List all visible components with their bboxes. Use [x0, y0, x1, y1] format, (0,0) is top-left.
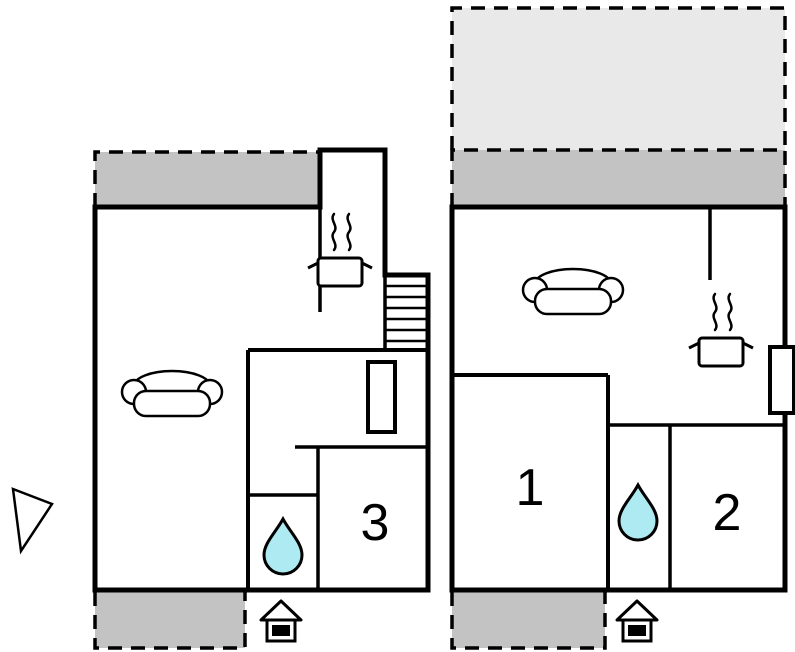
left-terrace-bottom — [95, 590, 245, 648]
right-terrace-bottom — [452, 590, 605, 648]
entrance-icon — [615, 599, 659, 643]
boiler-icon — [366, 360, 397, 434]
left-terrace-top-dashed-border — [93, 150, 320, 207]
right-terrace-bottom-dashed-border — [450, 592, 607, 650]
stairs-icon — [386, 284, 426, 343]
room-1-label: 1 — [516, 459, 545, 517]
left-terrace-bottom-dashed-border — [93, 592, 247, 650]
right-terrace-strip — [452, 150, 785, 207]
room-2-label: 2 — [713, 484, 742, 542]
right-unit: 1 2 — [449, 6, 795, 650]
room-3-label: 3 — [361, 494, 390, 552]
right-terrace-strip-dashed-border — [450, 148, 787, 207]
right-terrace-large — [452, 8, 785, 150]
entrance-icon — [259, 599, 303, 643]
boiler-icon — [768, 345, 795, 415]
left-terrace-top — [95, 152, 320, 207]
left-unit: 3 — [92, 147, 431, 650]
right-terrace-large-dashed-border — [450, 6, 787, 150]
north-arrow-icon — [11, 487, 54, 555]
